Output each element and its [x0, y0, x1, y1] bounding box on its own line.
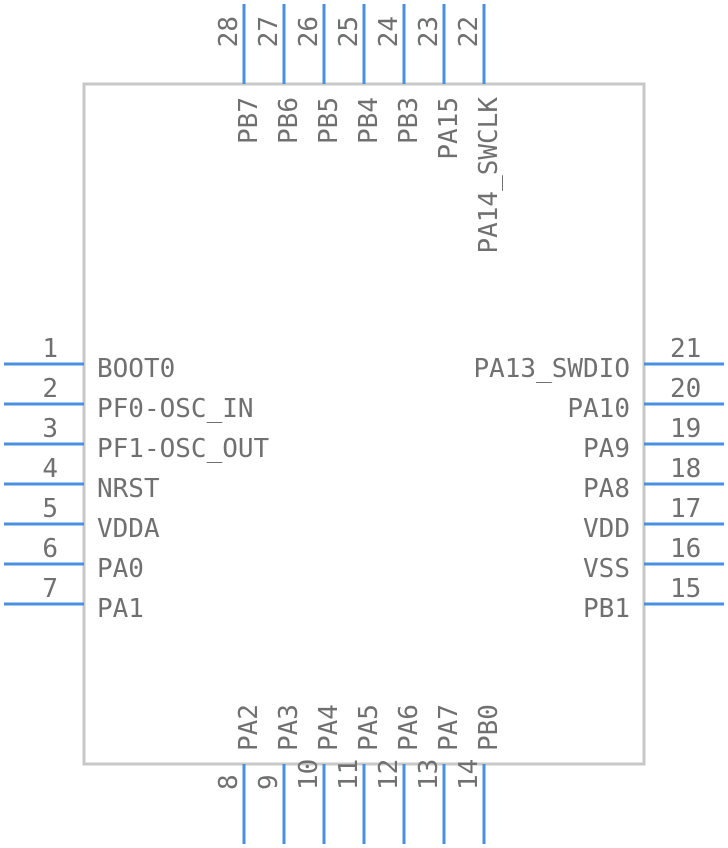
- pin-label: PA4: [314, 704, 344, 751]
- pin-label: PB3: [394, 97, 424, 144]
- pin-label: PA5: [354, 704, 384, 751]
- pin-label: PA7: [434, 704, 464, 751]
- pin-label: PF1-OSC_OUT: [97, 434, 270, 464]
- pin-number: 7: [42, 574, 58, 604]
- pin-number: 28: [214, 16, 244, 47]
- pin-number: 6: [42, 534, 58, 564]
- pin-label: PA2: [234, 704, 264, 751]
- pin-label: PA6: [394, 704, 424, 751]
- pin-label: NRST: [97, 474, 160, 504]
- pin-label: PA15: [434, 97, 464, 160]
- pin-number: 1: [42, 334, 58, 364]
- pin-label: PA13_SWDIO: [473, 354, 630, 384]
- pin-number: 22: [454, 16, 484, 47]
- pin-number: 4: [42, 454, 58, 484]
- pin-number: 5: [42, 494, 58, 524]
- pin-number: 15: [670, 574, 701, 604]
- pin-number: 21: [670, 334, 701, 364]
- pin-number: 10: [294, 759, 324, 790]
- pin-number: 24: [374, 16, 404, 47]
- pin-label: PA0: [97, 554, 144, 584]
- pin-number: 14: [454, 759, 484, 790]
- pin-number: 3: [42, 414, 58, 444]
- pin-label: VSS: [583, 554, 630, 584]
- pin-number: 2: [42, 374, 58, 404]
- pin-label: PA14_SWCLK: [474, 97, 504, 254]
- pin-label: PA1: [97, 594, 144, 624]
- pin-number: 27: [254, 16, 284, 47]
- pin-label: PB1: [583, 594, 630, 624]
- pin-number: 8: [214, 774, 244, 790]
- pin-label: PB0: [474, 704, 504, 751]
- pin-label: VDD: [583, 514, 630, 544]
- pin-label: BOOT0: [97, 354, 175, 384]
- pin-label: PA8: [583, 474, 630, 504]
- pin-label: VDDA: [97, 514, 160, 544]
- pin-number: 12: [374, 759, 404, 790]
- pin-label: PA9: [583, 434, 630, 464]
- pin-number: 25: [334, 16, 364, 47]
- pin-number: 11: [334, 759, 364, 790]
- pin-label: PB7: [234, 97, 264, 144]
- pin-label: PB6: [274, 97, 304, 144]
- pin-number: 17: [670, 494, 701, 524]
- pin-number: 26: [294, 16, 324, 47]
- pin-number: 18: [670, 454, 701, 484]
- pin-number: 9: [254, 774, 284, 790]
- pin-label: PB5: [314, 97, 344, 144]
- pin-label: PA10: [567, 394, 630, 424]
- pin-number: 16: [670, 534, 701, 564]
- pin-number: 19: [670, 414, 701, 444]
- pin-number: 23: [414, 16, 444, 47]
- pin-number: 20: [670, 374, 701, 404]
- pin-label: PB4: [354, 97, 384, 144]
- pin-label: PF0-OSC_IN: [97, 394, 254, 424]
- ic-body: [82, 82, 646, 766]
- pin-number: 13: [414, 759, 444, 790]
- pin-label: PA3: [274, 704, 304, 751]
